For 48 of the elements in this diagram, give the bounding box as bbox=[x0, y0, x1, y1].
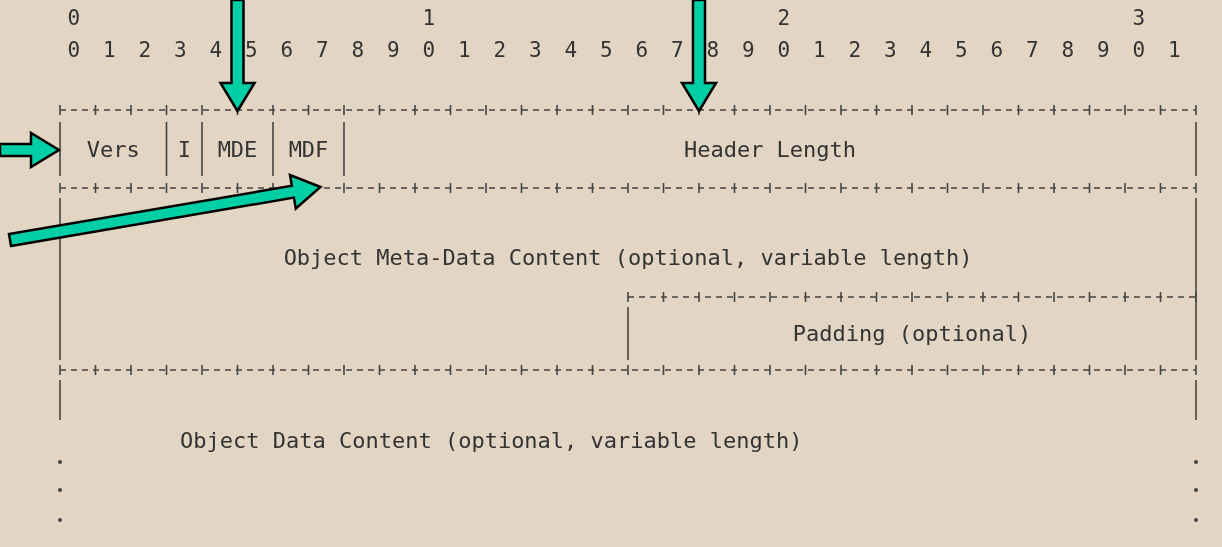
bit-number: 2 bbox=[137, 38, 153, 62]
bit-number: 7 bbox=[1024, 38, 1040, 62]
bit-number: 9 bbox=[1095, 38, 1111, 62]
bit-number: 6 bbox=[634, 38, 650, 62]
bit-tens-number: 3 bbox=[1131, 6, 1147, 30]
bit-number: 3 bbox=[172, 38, 188, 62]
bit-number: 4 bbox=[918, 38, 934, 62]
bit-number: 3 bbox=[527, 38, 543, 62]
pointer-arrow bbox=[0, 130, 62, 170]
bit-tens-number: 0 bbox=[66, 6, 82, 30]
bit-number: 9 bbox=[385, 38, 401, 62]
field-label: Padding (optional) bbox=[628, 297, 1196, 370]
bit-number: 8 bbox=[1060, 38, 1076, 62]
bit-number: 7 bbox=[314, 38, 330, 62]
bit-number: 8 bbox=[705, 38, 721, 62]
bit-number: 0 bbox=[66, 38, 82, 62]
bit-number: 5 bbox=[598, 38, 614, 62]
bit-tens-number: 2 bbox=[776, 6, 792, 30]
bit-number: 5 bbox=[243, 38, 259, 62]
bit-number: 1 bbox=[1166, 38, 1182, 62]
bit-number: 7 bbox=[669, 38, 685, 62]
pointer-arrow bbox=[218, 0, 257, 114]
packet-field: Header Length bbox=[344, 110, 1196, 188]
pointer-arrow bbox=[679, 0, 719, 114]
bit-number: 0 bbox=[421, 38, 437, 62]
field-label: Object Meta-Data Content (optional, variable length) bbox=[60, 188, 1196, 297]
field-label: Object Data Content (optional, variable length) bbox=[60, 370, 1196, 520]
bit-number: 8 bbox=[350, 38, 366, 62]
packet-field: MDE bbox=[202, 110, 273, 188]
packet-field: MDF bbox=[273, 110, 344, 188]
pointer-arrow bbox=[7, 173, 323, 248]
bit-number: 2 bbox=[492, 38, 508, 62]
packet-field: I bbox=[166, 110, 202, 188]
bit-number: 0 bbox=[776, 38, 792, 62]
bit-tens-number: 1 bbox=[421, 6, 437, 30]
bit-number: 1 bbox=[811, 38, 827, 62]
bit-number: 4 bbox=[208, 38, 224, 62]
bit-number: 2 bbox=[847, 38, 863, 62]
bit-number: 9 bbox=[740, 38, 756, 62]
bit-number: 4 bbox=[563, 38, 579, 62]
bit-number: 5 bbox=[953, 38, 969, 62]
bit-number: 3 bbox=[882, 38, 898, 62]
bit-number: 1 bbox=[101, 38, 117, 62]
bit-number: 6 bbox=[989, 38, 1005, 62]
packet-field: Vers bbox=[60, 110, 167, 188]
bit-number: 0 bbox=[1131, 38, 1147, 62]
bit-number: 6 bbox=[279, 38, 295, 62]
bit-number: 1 bbox=[456, 38, 472, 62]
